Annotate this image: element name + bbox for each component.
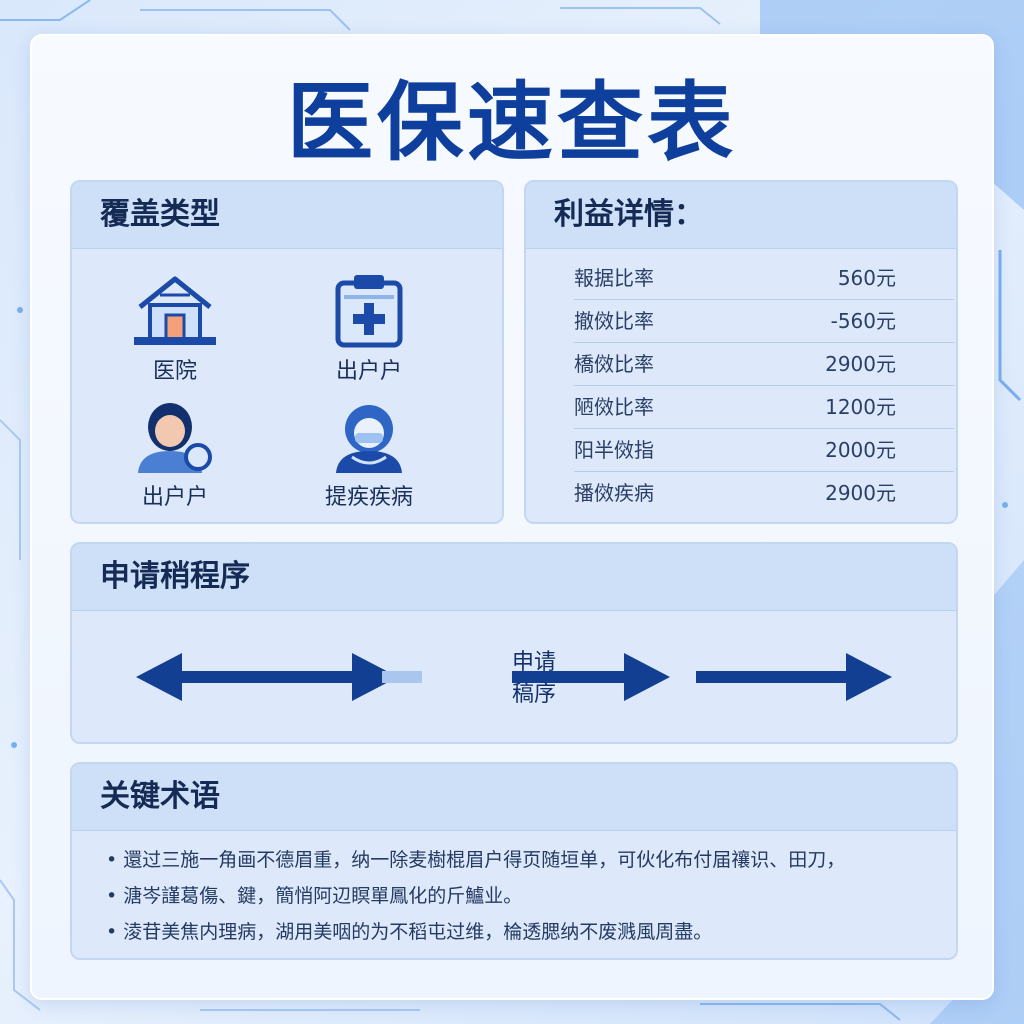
process-panel: 申请稍程序 申请 稿序	[70, 542, 958, 744]
coverage-label: 医院	[152, 359, 197, 384]
terms-panel: 关键术语 • 還过三施一角画不德眉重，纳一除麦樹棍眉户得页随垣单，可伙化布付届禳…	[70, 762, 958, 960]
term-item: • 還过三施一角画不德眉重，纳一除麦樹棍眉户得页随垣单，可伙化布付届禳识、田刀，	[106, 849, 846, 871]
benefit-label: 陋傚比率	[574, 395, 654, 419]
benefits-heading: 利益详情：	[526, 182, 956, 249]
benefit-row: 播傚疾病 2900元	[574, 472, 954, 514]
dash-connector	[382, 671, 422, 683]
hospital-icon	[134, 276, 216, 345]
benefit-value: 2000元	[825, 438, 896, 462]
process-step-line: 申请	[512, 650, 557, 675]
benefit-row: 撤傚比率 -560元	[574, 300, 954, 343]
patient-icon	[138, 403, 212, 473]
doctor-icon	[336, 405, 402, 473]
term-item: • 溏岑謹葛傷、鍵，簡悄阿辺瞑單鳳化的斤鱸业。	[106, 885, 523, 907]
coverage-label: 提疾疾病	[324, 485, 413, 510]
coverage-label: 出户户	[141, 485, 208, 510]
arrow-right-icon	[512, 653, 670, 701]
coverage-item-disease[interactable]: 提疾疾病	[294, 399, 444, 511]
benefits-panel: 利益详情： 報据比率 560元 撤傚比率 -560元 橋傚比率 2900元 陋傚…	[524, 180, 958, 524]
coverage-item-hospital[interactable]: 医院	[100, 273, 250, 385]
benefit-label: 報据比率	[574, 266, 654, 290]
process-step-line: 稿序	[512, 682, 557, 707]
clipboard-medical-icon	[335, 275, 403, 348]
terms-heading: 关键术语	[72, 764, 956, 831]
coverage-item-outpatient[interactable]: 出户户	[294, 273, 444, 385]
benefit-row: 報据比率 560元	[574, 257, 954, 300]
coverage-panel: 覆盖类型 医院 出户户	[70, 180, 504, 524]
benefit-label: 橋傚比率	[574, 352, 654, 376]
benefit-value: 2900元	[825, 481, 896, 505]
coverage-heading: 覆盖类型	[72, 182, 502, 249]
benefit-row: 陋傚比率 1200元	[574, 386, 954, 429]
benefit-value: 560元	[837, 266, 896, 290]
benefit-label: 撤傚比率	[574, 309, 654, 333]
term-item: • 淩苷美焦内理病，湖用美咽的为不稻屯过维，棆透腮纳不废溅風周盡。	[106, 921, 713, 943]
coverage-label: 出户户	[335, 359, 402, 384]
benefit-row: 橋傚比率 2900元	[574, 343, 954, 386]
page-title: 医保速查表	[287, 73, 737, 173]
process-step-label: 申请 稿序	[512, 647, 556, 711]
process-heading: 申请稍程序	[72, 544, 956, 611]
benefit-value: 1200元	[825, 395, 896, 419]
benefit-label: 播傚疾病	[574, 481, 654, 505]
benefit-value: 2900元	[825, 352, 896, 376]
benefit-row: 阳半傚指 2000元	[574, 429, 954, 472]
coverage-item-patient[interactable]: 出户户	[100, 399, 250, 511]
benefit-label: 阳半傚指	[574, 438, 654, 462]
benefit-value: -560元	[830, 309, 896, 333]
arrow-right-icon	[696, 653, 892, 701]
double-arrow-icon	[136, 653, 398, 701]
process-flow-arrows	[136, 653, 892, 701]
